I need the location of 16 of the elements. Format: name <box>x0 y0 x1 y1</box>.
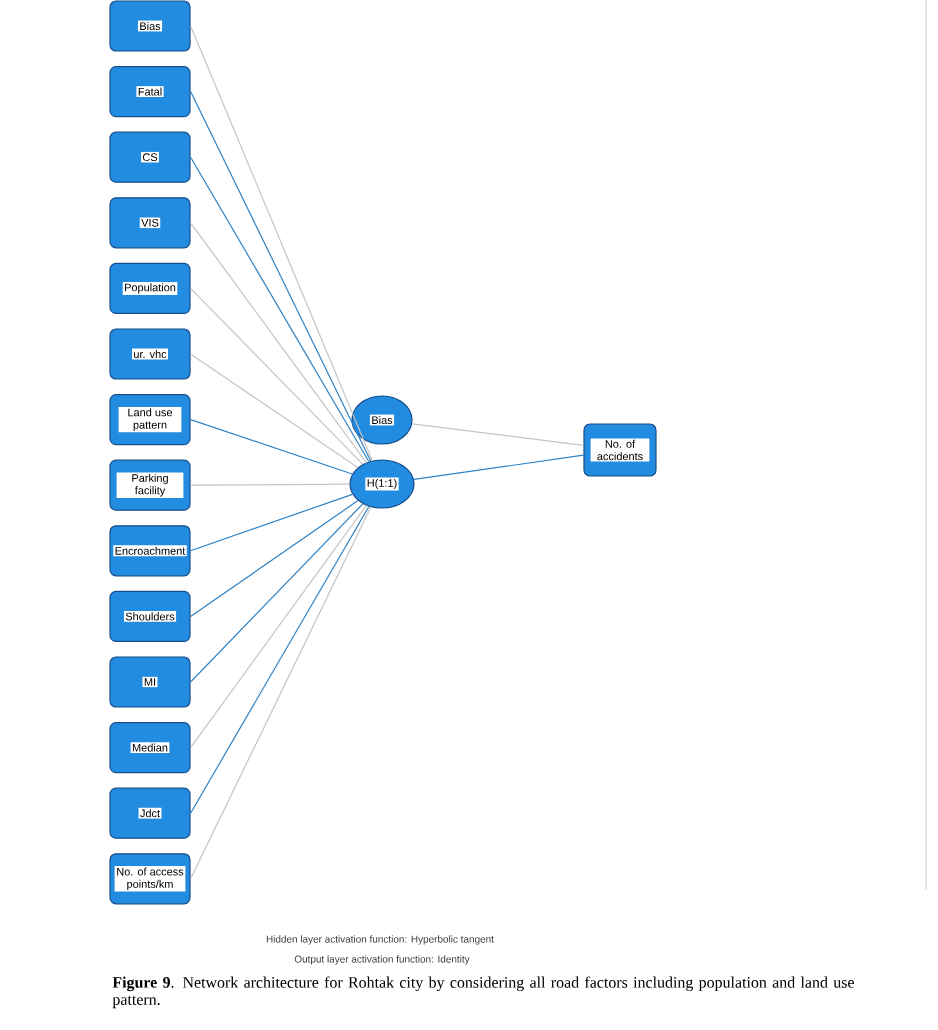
connection-line <box>190 483 350 486</box>
connection-line <box>190 419 353 475</box>
connection-line <box>190 287 364 465</box>
connection-line <box>190 503 364 683</box>
connection-line <box>190 505 370 814</box>
connection-line <box>190 504 367 749</box>
connection-line <box>190 506 372 880</box>
connection-line <box>190 353 359 469</box>
connection-line <box>413 454 584 481</box>
connection-line <box>190 500 359 617</box>
connection-line <box>190 25 373 462</box>
connection-line <box>190 493 353 552</box>
connection-line <box>190 156 370 463</box>
connection-line <box>190 222 367 464</box>
connection-line <box>190 91 372 462</box>
connection-line <box>411 423 584 446</box>
